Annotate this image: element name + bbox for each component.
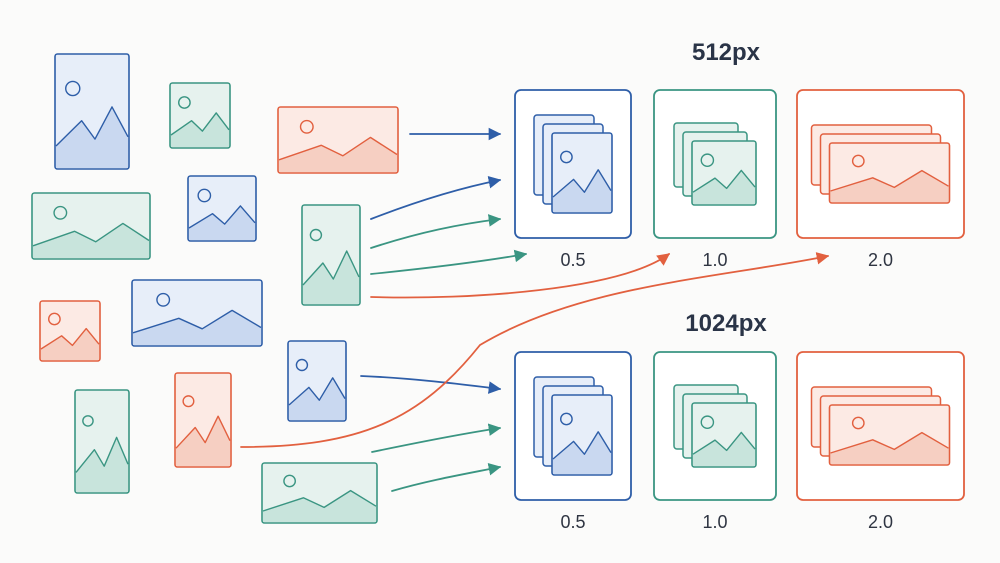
routing-arrow-3 xyxy=(370,214,502,249)
routing-arrow-4 xyxy=(370,249,528,275)
routing-arrow-8 xyxy=(371,423,502,453)
input-image-12 xyxy=(261,462,378,524)
bucket-image-icon xyxy=(828,142,951,204)
input-image-6 xyxy=(301,204,361,306)
bucket-512px-0.5: 0.5 xyxy=(514,89,632,270)
input-image-5 xyxy=(187,175,257,242)
input-image-7 xyxy=(131,279,263,347)
bucket-image-icon xyxy=(691,140,757,206)
routing-arrow-2 xyxy=(370,176,502,220)
input-image-10 xyxy=(74,389,130,494)
group-heading-512: 512px xyxy=(692,39,761,66)
routing-arrow-9 xyxy=(391,463,502,492)
bucket-1024px-0.5: 0.5 xyxy=(514,351,632,532)
aspect-ratio-label: 1.0 xyxy=(702,512,727,532)
input-image-9 xyxy=(287,340,347,422)
group-heading-1024: 1024px xyxy=(685,310,767,337)
bucket-image-icon xyxy=(551,132,613,214)
aspect-ratio-label: 2.0 xyxy=(868,512,893,532)
aspect-ratio-label: 0.5 xyxy=(560,512,585,532)
aspect-ratio-label: 2.0 xyxy=(868,250,893,270)
bucket-1024px-2.0: 2.0 xyxy=(796,351,965,532)
input-image-8 xyxy=(39,300,101,362)
input-image-11 xyxy=(174,372,232,468)
input-image-4 xyxy=(31,192,151,260)
input-image-1 xyxy=(54,53,130,170)
routing-arrow-6 xyxy=(360,375,502,394)
bucket-image-icon xyxy=(828,404,951,466)
input-image-3 xyxy=(277,106,399,174)
aspect-ratio-label: 0.5 xyxy=(560,250,585,270)
bucket-image-icon xyxy=(551,394,613,476)
routing-arrow-7 xyxy=(240,252,830,448)
bucket-1024px-1.0: 1.0 xyxy=(653,351,777,532)
input-image-2 xyxy=(169,82,231,149)
bucket-image-icon xyxy=(691,402,757,468)
bucket-512px-2.0: 2.0 xyxy=(796,89,965,270)
bucket-512px-1.0: 1.0 xyxy=(653,89,777,270)
routing-arrows xyxy=(240,127,830,492)
aspect-ratio-label: 1.0 xyxy=(702,250,727,270)
bucket-groups: 0.5 1.0 2.0 0.5 1.0 2.0 xyxy=(514,89,965,532)
input-image-pool xyxy=(31,53,399,524)
routing-arrow-5 xyxy=(370,253,671,299)
